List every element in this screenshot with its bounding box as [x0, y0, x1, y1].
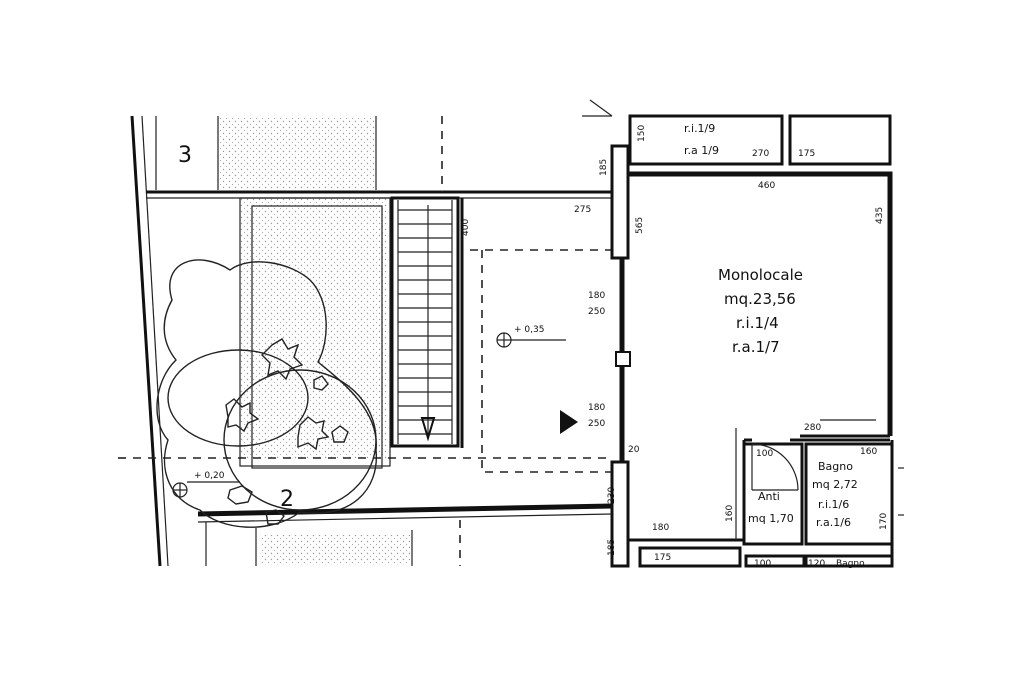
dim-20: 20 — [628, 445, 640, 455]
paving-texture-top — [220, 118, 375, 190]
dim-150: 150 — [637, 125, 647, 142]
facade-wall — [610, 144, 631, 568]
level-marker-landing — [496, 332, 566, 348]
unit-top-right — [582, 99, 892, 166]
unit-bottom-right — [638, 546, 894, 568]
terrace-outline — [239, 197, 391, 467]
dim-160: 160 — [860, 447, 877, 457]
bathroom-block — [742, 440, 904, 566]
bagno-ra: r.a.1/6 — [816, 516, 851, 529]
dim-175-bottom: 175 — [654, 553, 671, 563]
dim-100-bottom: 100 — [754, 559, 771, 569]
dim-175-top: 175 — [798, 149, 815, 159]
entrance-arrow — [560, 410, 578, 434]
level-label-garden: + 0,20 — [194, 471, 225, 481]
bottom-right-bagno-partial: Bagno — [836, 559, 865, 569]
bagno-ri: r.i.1/6 — [818, 498, 849, 511]
dim-160-anti: 160 — [725, 505, 735, 522]
dim-275: 275 — [574, 205, 591, 215]
level-marker-garden — [172, 481, 240, 498]
dim-185-bottom: 185 — [607, 539, 617, 556]
dim-180-b: 180 — [588, 403, 605, 413]
top-unit-ra: r.a 1/9 — [684, 144, 719, 157]
bagno-name: Bagno — [818, 460, 853, 473]
dim-565: 565 — [635, 217, 645, 234]
stair-treads — [398, 209, 452, 435]
bagno-area: mq 2,72 — [812, 478, 858, 491]
monolocale-ra: r.a.1/7 — [732, 338, 780, 356]
monolocale-area: mq.23,56 — [724, 290, 796, 308]
dim-460: 460 — [758, 181, 775, 191]
dim-170: 170 — [879, 513, 889, 530]
anti-name: Anti — [758, 490, 780, 503]
dim-180-bottom: 180 — [652, 523, 669, 533]
dashed-canopy-outline — [118, 116, 612, 566]
dim-250-b: 250 — [588, 419, 605, 429]
monolocale-name: Monolocale — [718, 266, 803, 284]
window-marker — [615, 351, 631, 367]
tree-canopy — [156, 259, 377, 528]
dim-435: 435 — [875, 207, 885, 224]
dim-400: 400 — [461, 219, 471, 236]
dim-100-door: 100 — [756, 449, 773, 459]
dim-185-top: 185 — [599, 159, 609, 176]
stair-arrow — [420, 205, 436, 442]
anti-area: mq 1,70 — [748, 512, 794, 525]
paving-texture-left — [240, 198, 388, 460]
dim-280: 280 — [804, 423, 821, 433]
monolocale-ri: r.i.1/4 — [736, 314, 779, 332]
paving-texture-bottom — [260, 535, 410, 565]
top-unit-ri: r.i.1/9 — [684, 122, 715, 135]
dim-270: 270 — [752, 149, 769, 159]
dim-250-a: 250 — [588, 307, 605, 317]
lot-number-lower: 2 — [280, 487, 294, 512]
dim-180-a: 180 — [588, 291, 605, 301]
lot-number-upper: 3 — [178, 143, 192, 168]
dim-230: 230 — [607, 487, 617, 504]
level-label-landing: + 0,35 — [514, 325, 544, 335]
door-swing — [751, 443, 799, 491]
dim-120-bottom: 120 — [808, 559, 825, 569]
